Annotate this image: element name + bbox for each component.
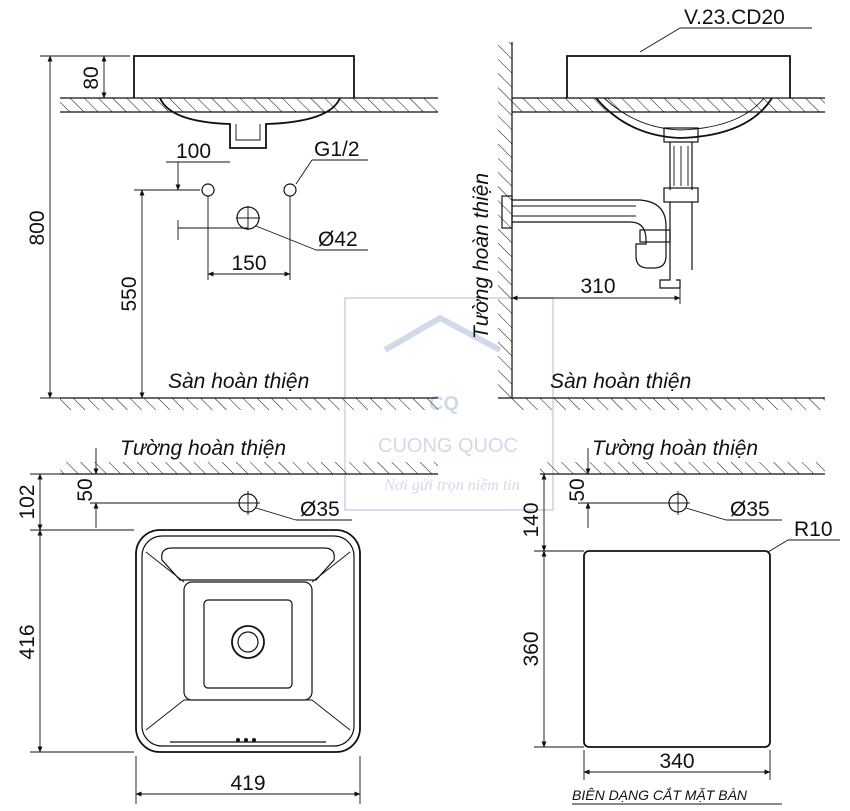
cutout-dim-wall-to-tap: 50	[566, 478, 589, 501]
watermark-brand: CUONG QUOC	[378, 435, 518, 457]
top-wall-label: Tường hoàn thiện	[120, 437, 286, 460]
basin-bowl	[159, 97, 341, 149]
countertop	[60, 98, 438, 112]
side-wall	[498, 42, 512, 398]
drain-flange	[663, 127, 699, 143]
top-tap-hole-dia: Ø35	[300, 498, 340, 521]
cutout-view: Tường hoàn thiện Ø35 R10 50 140 360 340	[520, 437, 840, 805]
label-supply-thread: G1/2	[314, 138, 360, 161]
cutout-tap-hole-dia: Ø35	[730, 498, 770, 521]
dim-basin-height: 80	[80, 66, 103, 89]
dim-depth: 416	[16, 624, 39, 659]
cutout-corner-radius: R10	[794, 518, 833, 541]
cutout-outline	[583, 550, 771, 748]
dim-wall-to-trap: 310	[580, 275, 615, 298]
side-wall-label: Tường hoàn thiện	[470, 173, 493, 339]
dim-cutout-depth: 360	[520, 631, 543, 666]
basin-rim	[133, 55, 355, 98]
top-basin-outline	[135, 529, 361, 753]
dim-drain-height: 550	[118, 276, 141, 311]
supply-hole-right	[283, 183, 297, 197]
top-drain	[231, 625, 265, 659]
floor	[60, 398, 438, 410]
watermark: CQ CUONG QUOC Nơi gửi trọn niềm tin	[344, 297, 554, 511]
dim-width: 419	[230, 772, 265, 795]
dim-wall-to-cutout: 140	[520, 502, 543, 537]
front-view: 800 80 550 100 150 G1/2 Ø42 Sàn hoàn thi…	[26, 55, 438, 410]
side-view: 310 V.23.CD20 Tường hoàn thiện Sàn hoàn …	[470, 6, 825, 410]
dim-wall-to-edge: 102	[16, 484, 39, 519]
model-code: V.23.CD20	[684, 6, 785, 29]
side-basin-bowl	[595, 97, 773, 139]
front-floor-label: Sàn hoàn thiện	[168, 370, 309, 393]
dim-supply-offset: 100	[176, 140, 211, 163]
label-drain-dia: Ø42	[318, 228, 358, 251]
dim-total-height: 800	[26, 210, 49, 245]
cutout-wall-label: Tường hoàn thiện	[592, 437, 758, 460]
watermark-slogan: Nơi gửi trọn niềm tin	[383, 477, 520, 494]
dim-supply-spacing: 150	[231, 252, 266, 275]
dim-cutout-width: 340	[659, 750, 694, 773]
side-basin-rim	[566, 55, 791, 98]
top-view: Tường hoàn thiện Ø35 102	[16, 437, 438, 804]
top-dim-wall-to-tap: 50	[74, 478, 97, 501]
supply-hole-left	[201, 183, 215, 197]
cutout-caption: BIÊN DẠNG CẮT MẶT BÀN	[572, 786, 748, 803]
side-floor-label: Sàn hoàn thiện	[550, 370, 691, 393]
